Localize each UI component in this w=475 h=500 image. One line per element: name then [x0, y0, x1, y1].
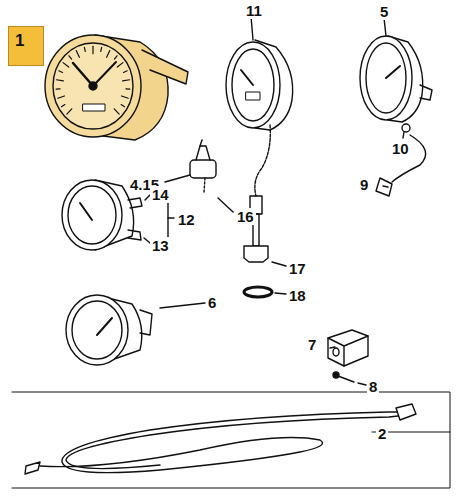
callout-number: 5 — [378, 3, 390, 20]
highlight-box: 1 — [8, 26, 44, 66]
bulb-holder-drawing — [165, 140, 233, 212]
callout-number: 10 — [390, 140, 411, 157]
oil-pressure-gauge-drawing — [360, 18, 432, 196]
callout-number: 9 — [358, 176, 370, 193]
temperature-gauge-drawing — [226, 16, 293, 297]
callout-number: 8 — [367, 378, 379, 395]
callout-number: 7 — [306, 336, 318, 353]
callout-number: 11 — [244, 2, 264, 19]
callout-number: 16 — [235, 208, 256, 225]
callout-number: 2 — [376, 425, 388, 442]
fuel-gauge-drawing — [66, 295, 205, 365]
speedometer-cable-drawing — [12, 392, 450, 488]
callout-number: 17 — [287, 260, 308, 277]
callout-number: 14 — [150, 186, 171, 203]
bracket-drawing — [328, 330, 368, 385]
speedometer-drawing — [45, 35, 188, 140]
callout-number: 1 — [9, 27, 30, 54]
callout-number: 6 — [206, 294, 218, 311]
callout-number: 18 — [287, 287, 308, 304]
callout-number: 13 — [150, 237, 171, 254]
callout-number: 12 — [176, 211, 197, 228]
